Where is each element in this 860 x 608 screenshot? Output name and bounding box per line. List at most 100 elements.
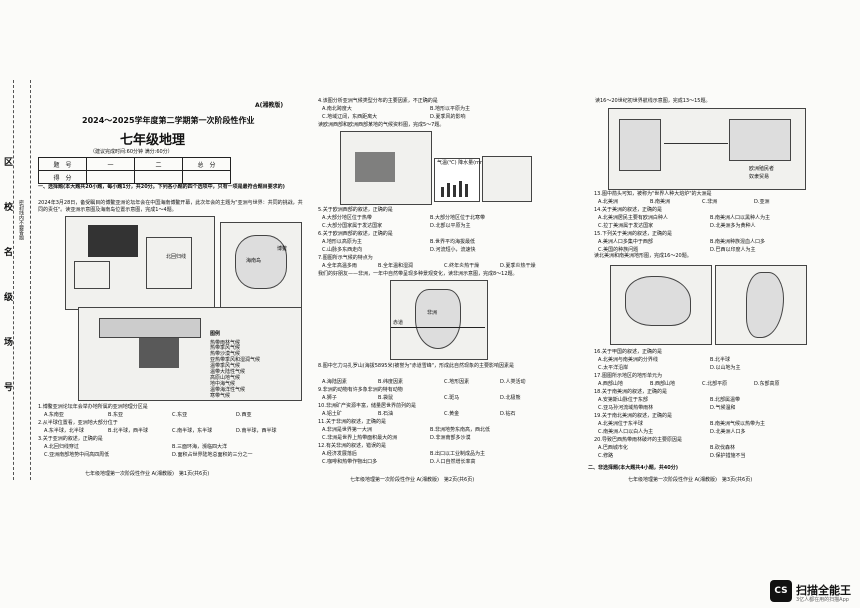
world-routes-map: 欧洲殖民者 奴隶贸易 xyxy=(608,108,806,190)
score-cell: 一 xyxy=(86,157,135,171)
option: D.北部以平原为主 xyxy=(430,223,471,229)
option: B.世界平均海拔最低 xyxy=(430,239,476,245)
option: C.东亚 xyxy=(172,412,188,418)
legend-item: 温带大陆性气候 xyxy=(210,369,246,375)
route-line xyxy=(664,143,728,144)
legend-item: 寒带气候 xyxy=(210,393,231,399)
option: B.地形以平原为主 xyxy=(430,106,471,112)
option: C.北部平原 xyxy=(702,381,728,387)
option: D.以山地为主 xyxy=(710,365,741,371)
binding-note: 密封线内不要答题 xyxy=(18,200,24,240)
question: 4.该图分析亚洲气候类型分布的主要因素，不正确的是 xyxy=(318,98,438,104)
continent-shape xyxy=(415,289,461,349)
option: B.砍伐森林 xyxy=(710,445,736,451)
option: B.北半球，西半球 xyxy=(108,428,149,434)
option: B.北部属温带 xyxy=(710,397,741,403)
option: D.夏季风的影响 xyxy=(430,114,466,120)
question: 9.非洲的动物有许多象非洲的特有动物 xyxy=(318,387,403,393)
option: C.咖啡和热带作物出口多 xyxy=(322,459,378,465)
option: D.河流短小，流速快 xyxy=(430,247,476,253)
option: D.亚洲 xyxy=(754,199,770,205)
option: B.南美洲 xyxy=(650,199,671,205)
option: C.山脉多东西走向 xyxy=(322,247,363,253)
option: D.人口自然增长率高 xyxy=(430,459,476,465)
map-shape xyxy=(139,338,179,368)
legend-item: 奴隶贸易 xyxy=(749,174,770,180)
option: C.地域辽阔，东西距离大 xyxy=(322,114,378,120)
option: B.西部山地 xyxy=(650,381,676,387)
binding-char: 名 xyxy=(4,248,14,258)
question: 18.关于南美洲的叙述，正确的是 xyxy=(594,389,667,395)
option: D.西亚 xyxy=(236,412,252,418)
option: D.气候温和 xyxy=(710,405,736,411)
question: 1.博鳌亚洲论坛年会举办地所属的亚洲地理分区是 xyxy=(38,404,148,410)
map-shape xyxy=(146,237,192,289)
legend-item: 热带季风气候 xyxy=(210,345,241,351)
bar xyxy=(465,184,468,197)
option: C.亚洲南部地势中间高四周低 xyxy=(44,452,110,458)
intro-q16-20: 读北美洲和南美洲地形图，完成16～20题。 xyxy=(594,253,692,259)
page-footer: 七年级地理第一次阶段性作业 A(湘教版) 第3页(共6页) xyxy=(628,477,753,483)
option: C.太平洋沿岸 xyxy=(598,365,629,371)
intro-q13-15: 读16～20世纪初世界航线示意图，完成13～15题。 xyxy=(595,98,711,104)
question: 2.从半球位置看，亚洲地大部分位于 xyxy=(38,420,118,426)
equator-line xyxy=(391,327,485,328)
bar xyxy=(447,183,450,197)
binding-char: 级 xyxy=(4,293,14,303)
option: D.人类活动 xyxy=(500,379,526,385)
intro-q1-4: 2024年3月28日，备受瞩目的博鳌亚洲论坛年会在中国海南博鳌开幕，此次年会的主… xyxy=(38,200,303,213)
bar xyxy=(453,185,456,197)
watermark-tagline: 3亿人都在用的扫描App xyxy=(796,597,849,603)
map-shape xyxy=(74,261,110,289)
continent-shape xyxy=(746,272,784,338)
map-label: 北回归线 xyxy=(166,254,187,260)
option: D.北极熊 xyxy=(500,395,521,401)
legend-item: 亚热带季风和湿润气候 xyxy=(210,357,261,363)
option: D.保护措施不当 xyxy=(710,453,746,459)
bar xyxy=(459,181,462,197)
question: 12.有关非洲的叙述，错误的是 xyxy=(318,443,386,449)
option: D.钻石 xyxy=(500,411,516,417)
option: A.北美洲 xyxy=(598,199,618,205)
option: C.斑马 xyxy=(444,395,460,401)
score-cell: 总 分 xyxy=(182,157,231,171)
binding-char: 号 xyxy=(4,383,14,393)
map-label: 博鳌 xyxy=(277,246,288,252)
legend-item: 温带季风气候 xyxy=(210,363,241,369)
question: 5.关于欧洲西部的叙述，正确的是 xyxy=(318,207,393,213)
option: A.西部山地 xyxy=(598,381,623,387)
island-shape xyxy=(235,235,287,289)
map-shape xyxy=(99,318,201,338)
south-america-map xyxy=(715,265,807,345)
binding-line xyxy=(30,80,31,480)
binding-char: 校 xyxy=(4,203,14,213)
option: A.地形以高原为主 xyxy=(322,239,362,245)
subject-title: 七年级地理 xyxy=(120,133,186,148)
binding-line xyxy=(13,80,14,480)
option: C.拉丁美洲属于发达国家 xyxy=(598,223,654,229)
option: D.北美洲人口多 xyxy=(710,429,746,435)
option: A.北美洲位于东半球 xyxy=(598,421,643,427)
map-label: 非洲 xyxy=(427,310,438,316)
option: B.石油 xyxy=(378,411,394,417)
score-cell: 二 xyxy=(134,157,183,171)
option: D.面积占世界陆地总面积的三分之一 xyxy=(172,452,253,458)
legend-item: 欧洲殖民者 xyxy=(749,166,775,172)
legend-item: 热带沙漠气候 xyxy=(210,351,241,357)
option: B.全年温和湿润 xyxy=(378,263,414,269)
question: 13.图中箭头可知，被称为"世界人种大熔炉"的大洲是 xyxy=(594,191,712,197)
option: D.北美洲多为黄种人 xyxy=(710,223,756,229)
question: 8.图中乞力马扎罗山(海拔5895米)被誉为"赤道雪峰"，形成此自然现象的主要影… xyxy=(318,363,515,369)
option: A.铝土矿 xyxy=(322,411,342,417)
option: A.海陆因素 xyxy=(322,379,347,385)
question: 17.图图所示地区的地形单元为 xyxy=(594,373,662,379)
option: B.纬度因素 xyxy=(378,379,404,385)
question: 14.关于美洲的叙述，正确的是 xyxy=(594,207,662,213)
page-footer: 七年级地理第一次阶段性作业 A(湘教版) 第1页(共6页) xyxy=(85,471,210,477)
option: A.狮子 xyxy=(322,395,337,401)
score-cell: 得 分 xyxy=(38,170,87,184)
binding-char: 区 xyxy=(4,158,14,168)
option: A.北美洲居民主要有欧洲白种人 xyxy=(598,215,668,221)
option: C.大部分国家属于发达国家 xyxy=(322,223,383,229)
